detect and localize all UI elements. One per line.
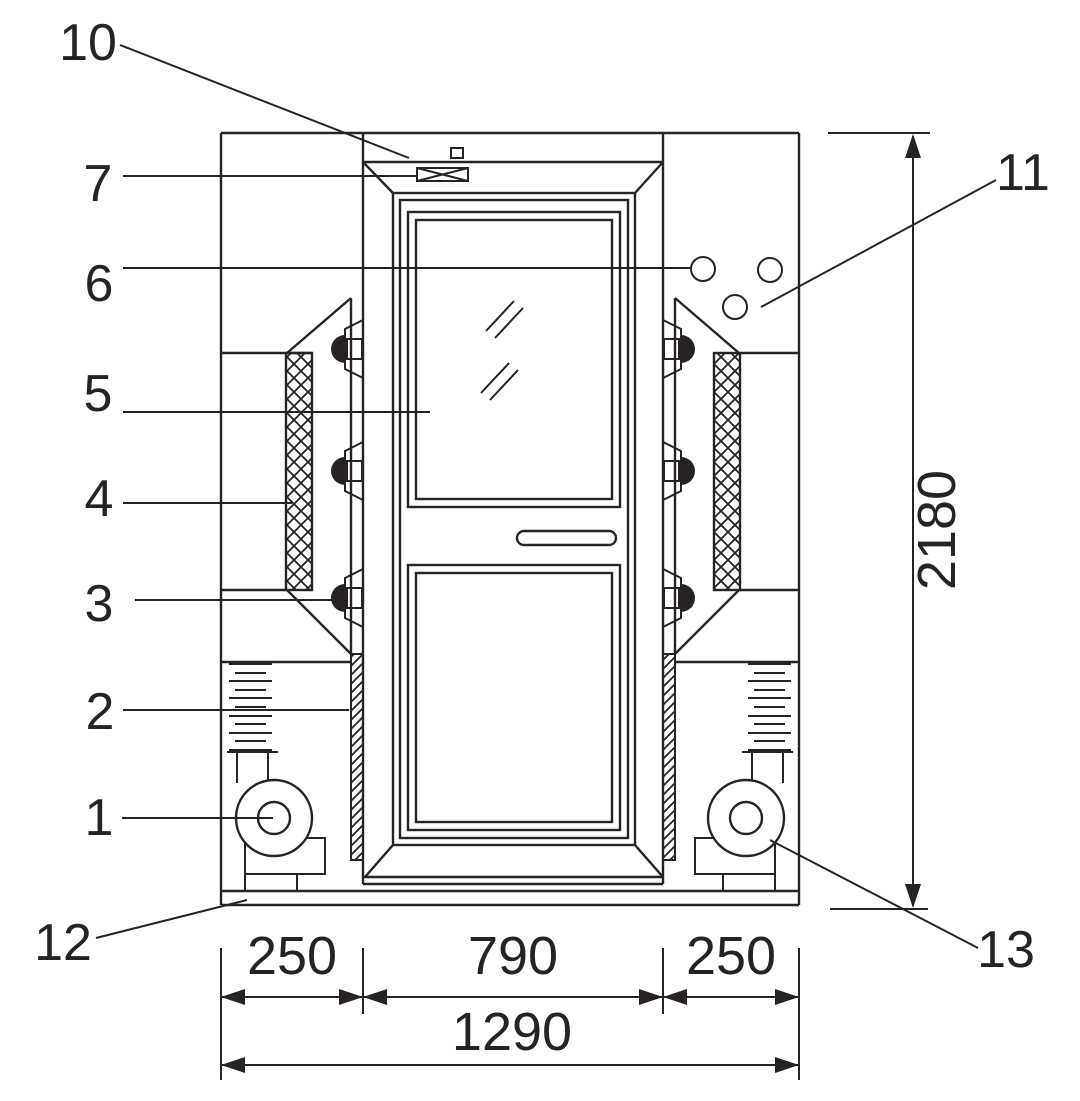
duct-funnel-left xyxy=(227,751,278,783)
glass-window-pane xyxy=(414,218,614,501)
bellows-left xyxy=(229,663,272,751)
nozzle-icon xyxy=(662,568,695,628)
bellows-right xyxy=(748,663,791,751)
nozzle-icon xyxy=(662,319,695,379)
glass-window-frame xyxy=(406,210,622,509)
nozzles-right xyxy=(662,319,695,628)
callout-5: 5 xyxy=(84,365,113,423)
arrow-left-icon xyxy=(363,989,387,1005)
dimension-extension-lines xyxy=(220,948,800,1080)
nozzle-icon xyxy=(331,568,364,628)
callout-labels: 10 7 6 5 4 3 2 1 12 11 13 xyxy=(34,14,1050,979)
arrow-up-icon xyxy=(905,134,921,158)
filter-right xyxy=(712,351,742,592)
blower-assembly-right xyxy=(694,663,793,892)
right-duct-diagonal-top xyxy=(674,297,740,354)
door-column-left xyxy=(350,653,364,861)
leader-12 xyxy=(95,899,248,939)
dim-250-right: 250 xyxy=(686,926,776,986)
door-leaf xyxy=(391,191,637,847)
interlock-indicator-icon xyxy=(450,147,464,159)
door-recess xyxy=(361,133,665,886)
arrow-right-icon xyxy=(775,1057,799,1073)
left-duct-diagonal-top xyxy=(286,297,352,354)
door-handle xyxy=(515,529,618,547)
callout-10: 10 xyxy=(59,14,117,72)
cabinet-body xyxy=(219,131,801,905)
arrow-left-icon xyxy=(221,1057,245,1073)
blower-assembly-left xyxy=(227,663,326,892)
arrow-right-icon xyxy=(775,989,799,1005)
recess-perspective-corners xyxy=(362,161,664,878)
door-column-right xyxy=(662,653,676,861)
callout-7: 7 xyxy=(84,155,113,213)
blower-pedestal-left xyxy=(244,873,298,892)
dim-1290: 1290 xyxy=(452,1002,572,1062)
right-duct-diagonal-bottom xyxy=(674,589,740,655)
nozzle-icon xyxy=(331,441,364,501)
glass-reflection-marks xyxy=(480,300,524,401)
door-inner-frame xyxy=(398,198,630,840)
dimension-bottom: 250 790 250 1290 xyxy=(220,926,800,1080)
ceiling-fittings xyxy=(416,147,469,182)
arrow-down-icon xyxy=(905,884,921,908)
lower-panel xyxy=(414,571,614,824)
right-plenum xyxy=(662,297,799,861)
left-plenum xyxy=(221,297,364,861)
nozzle-icon xyxy=(662,441,695,501)
blower-pedestal-right xyxy=(722,873,776,892)
leader-11 xyxy=(760,179,997,308)
nozzles-left xyxy=(331,319,364,628)
lamp-cross-marks xyxy=(416,167,469,182)
dim-2180: 2180 xyxy=(907,470,967,590)
air-hole-icon xyxy=(757,257,783,283)
blower-hub-right xyxy=(728,800,764,836)
air-holes xyxy=(690,256,783,320)
dimension-height: 2180 xyxy=(828,132,967,910)
lamp-icon xyxy=(416,167,469,182)
leader-13 xyxy=(769,839,979,949)
duct-funnel-right xyxy=(742,751,793,783)
callout-2: 2 xyxy=(86,683,115,741)
arrow-right-icon xyxy=(339,989,363,1005)
dim-790: 790 xyxy=(468,926,558,986)
nozzle-icon xyxy=(331,319,364,379)
arrow-left-icon xyxy=(663,989,687,1005)
callout-4: 4 xyxy=(85,470,114,528)
lower-panel-frame xyxy=(406,563,622,832)
filter-left xyxy=(284,351,314,592)
callout-6: 6 xyxy=(85,255,114,313)
arrow-right-icon xyxy=(639,989,663,1005)
door-outer-frame xyxy=(391,191,637,847)
air-hole-icon xyxy=(722,294,748,320)
callout-12: 12 xyxy=(34,914,92,972)
callout-11: 11 xyxy=(996,144,1050,202)
base-plate xyxy=(221,889,799,907)
dim-250-left: 250 xyxy=(247,926,337,986)
arrow-left-icon xyxy=(221,989,245,1005)
air-hole-icon xyxy=(690,256,716,282)
leader-10 xyxy=(119,44,410,159)
leader-lines xyxy=(95,44,997,949)
callout-13: 13 xyxy=(977,921,1035,979)
callout-1: 1 xyxy=(85,789,114,847)
callout-3: 3 xyxy=(85,575,114,633)
